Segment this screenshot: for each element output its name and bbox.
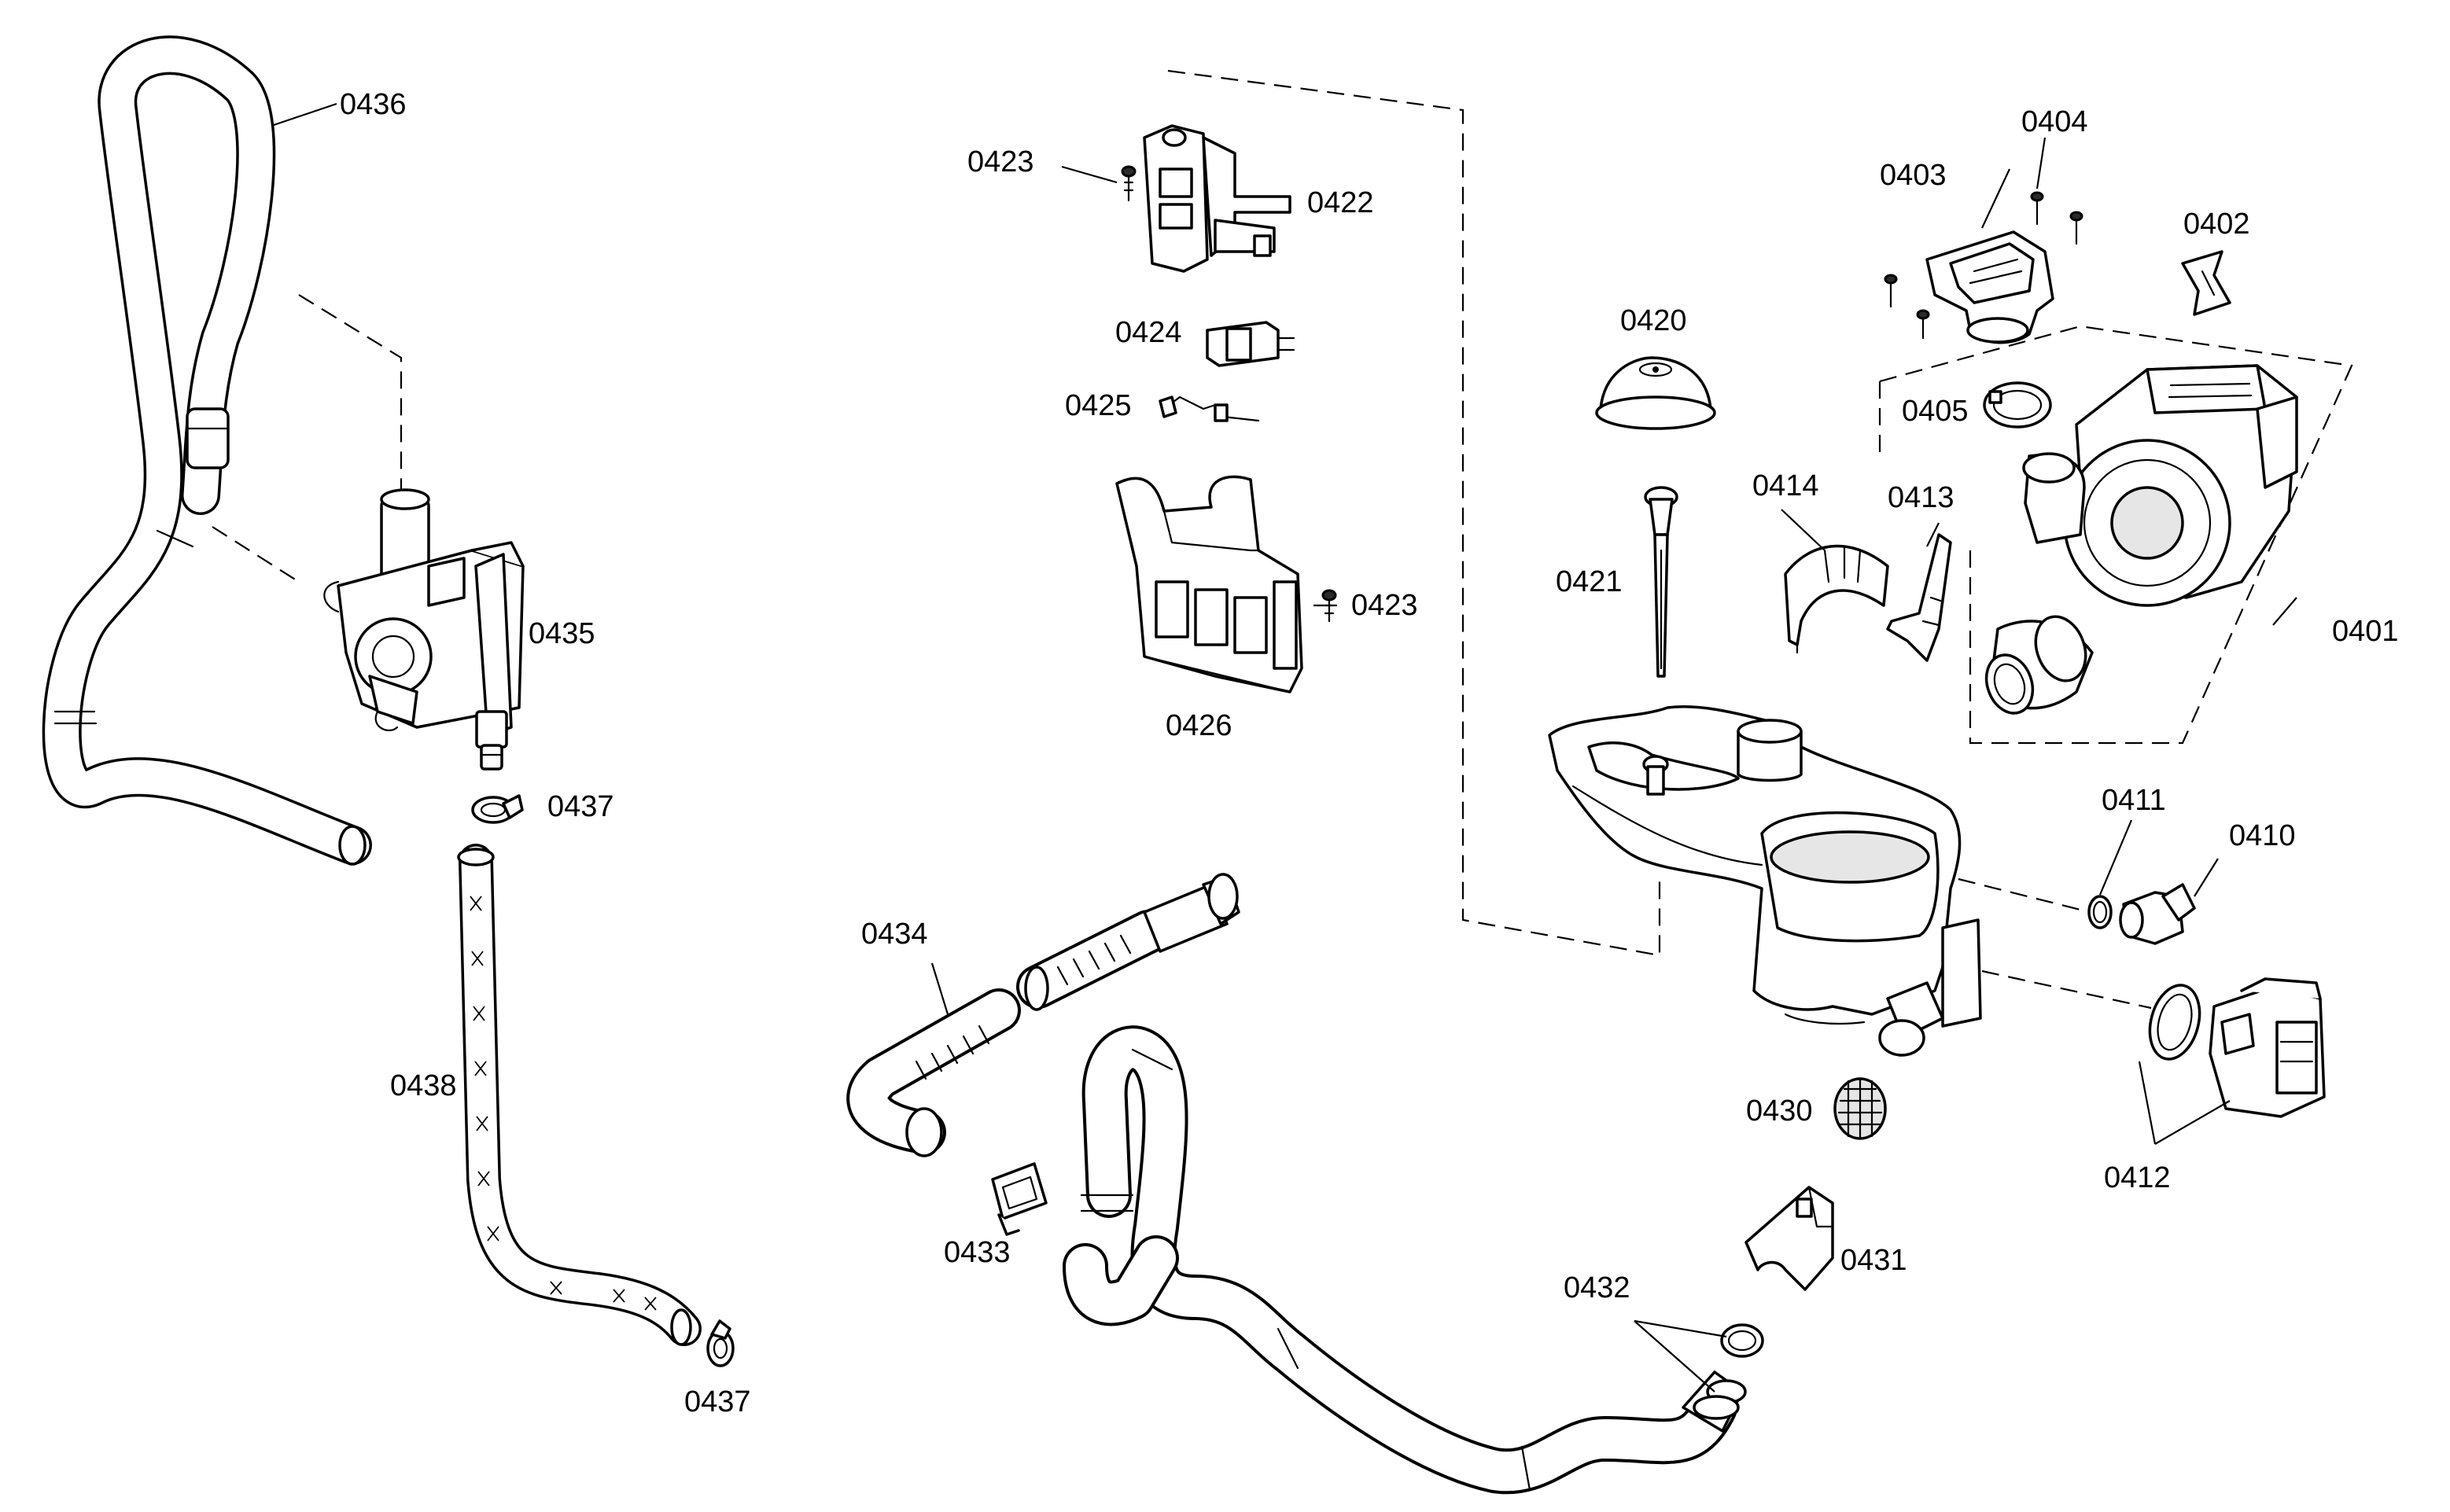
label-0433: 0433 xyxy=(944,1236,1011,1269)
label-0425: 0425 xyxy=(1065,389,1132,422)
clamp-ring-0405 xyxy=(1983,381,2052,429)
label-0405: 0405 xyxy=(1902,395,1969,428)
label-0435: 0435 xyxy=(529,617,595,650)
valve-0410 xyxy=(2119,883,2196,945)
label-0437-top: 0437 xyxy=(547,790,614,823)
label-0423-mid: 0423 xyxy=(1351,589,1418,622)
label-0413: 0413 xyxy=(1888,481,1954,514)
drain-pump-0435 xyxy=(323,488,525,771)
label-0426: 0426 xyxy=(1166,709,1232,742)
label-0432: 0432 xyxy=(1564,1271,1630,1304)
label-0411: 0411 xyxy=(2102,784,2166,817)
label-0424: 0424 xyxy=(1115,316,1182,349)
label-0414: 0414 xyxy=(1752,469,1819,502)
label-0423-top: 0423 xyxy=(967,145,1034,178)
connector-0424 xyxy=(1206,321,1295,367)
cap-0420 xyxy=(1595,356,1716,430)
basket-holder-0426 xyxy=(1115,475,1303,693)
label-0403: 0403 xyxy=(1880,159,1947,192)
shield-0414 xyxy=(1784,544,1889,654)
label-0422: 0422 xyxy=(1307,186,1374,219)
label-0437-bottom: 0437 xyxy=(684,1385,751,1418)
screws-0404 xyxy=(1884,191,2083,340)
connecting-hose-0434 xyxy=(846,873,1240,1157)
circulation-pump-0412 xyxy=(2148,977,2326,1118)
label-0434: 0434 xyxy=(861,918,928,951)
long-hose-0432 xyxy=(1063,1025,1747,1495)
label-0438: 0438 xyxy=(390,1069,457,1102)
clip-0433 xyxy=(991,1162,1048,1236)
o-ring-0432 xyxy=(1720,1323,1764,1358)
latch-0413 xyxy=(1886,533,1952,662)
heat-pump-0401 xyxy=(1984,364,2298,715)
label-0412: 0412 xyxy=(2104,1161,2171,1194)
label-0410: 0410 xyxy=(2229,819,2296,852)
housing-0403 xyxy=(1925,230,2054,344)
callout-labels: 0436 0435 0437 0438 0437 0423 0422 0424 … xyxy=(340,88,2399,1418)
braided-hose-0438 xyxy=(457,844,702,1346)
sump-assembly xyxy=(1548,704,1982,1057)
screw-0423-mid xyxy=(1321,589,1337,623)
label-0402: 0402 xyxy=(2183,208,2250,241)
filter-insert-0430 xyxy=(1833,1077,1887,1140)
o-ring-0411 xyxy=(2087,895,2113,929)
label-0401: 0401 xyxy=(2332,615,2399,648)
label-0421: 0421 xyxy=(1556,565,1623,598)
label-0404: 0404 xyxy=(2021,105,2088,138)
label-0436: 0436 xyxy=(340,88,407,121)
cover-0431 xyxy=(1744,1186,1834,1291)
label-0420: 0420 xyxy=(1620,304,1687,337)
rod-0421 xyxy=(1644,486,1678,678)
bracket-0422 xyxy=(1143,124,1291,273)
hose-clamp-0437-bottom xyxy=(706,1319,735,1367)
hose-clamp-0437-top xyxy=(471,794,524,824)
latch-0402 xyxy=(2181,250,2231,316)
screw-0423-top xyxy=(1121,165,1137,202)
leader-lines xyxy=(271,102,2297,1392)
label-0430: 0430 xyxy=(1746,1094,1813,1128)
label-0431: 0431 xyxy=(1840,1244,1907,1277)
clip-0425 xyxy=(1159,395,1260,422)
drain-hose-0436 xyxy=(42,35,372,866)
